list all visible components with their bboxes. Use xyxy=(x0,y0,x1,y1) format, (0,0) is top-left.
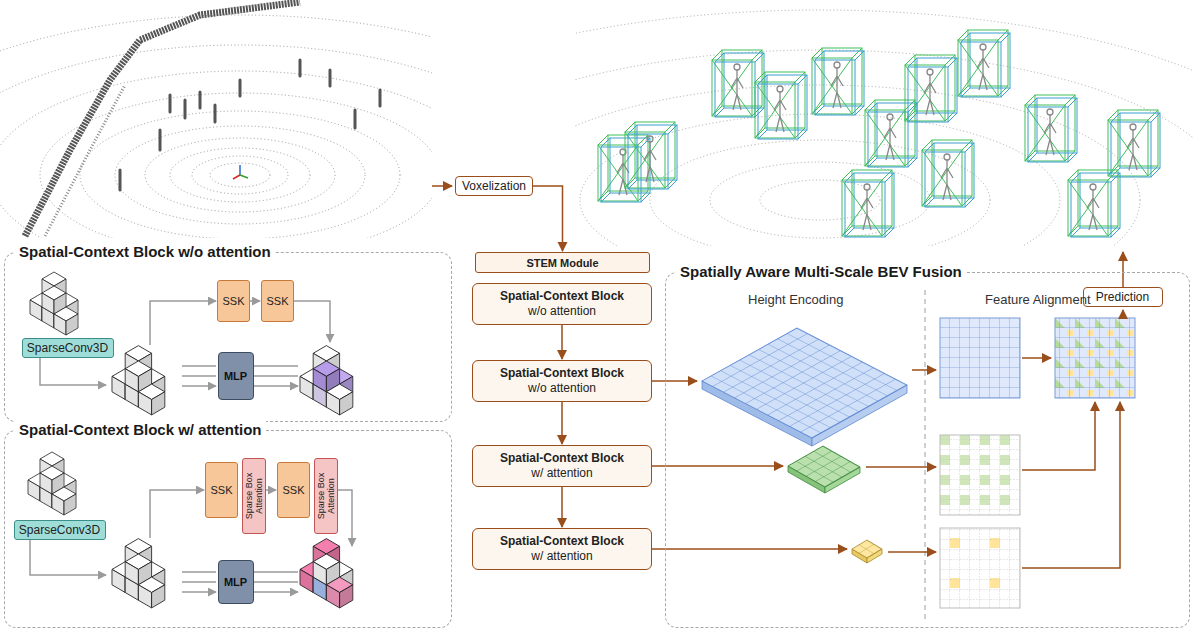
node-title: Prediction xyxy=(1096,290,1149,304)
node-title: MLP xyxy=(224,370,247,382)
flow-arrow xyxy=(561,402,563,444)
node-title: SSK xyxy=(282,484,304,496)
block-panel: Spatial-Context Block w/ attentionSparse… xyxy=(4,430,452,628)
detection-result xyxy=(575,10,1194,246)
node-title: Sparse Box Attention xyxy=(316,460,336,532)
node-title: MLP xyxy=(224,576,247,588)
node-title: SSK xyxy=(210,484,232,496)
node-subtitle: w/o attention xyxy=(528,304,596,319)
node-title: SSK xyxy=(266,295,288,307)
node-title: Voxelization xyxy=(462,179,526,193)
flow-arrow xyxy=(561,487,563,527)
block-box: Spatial-Context Blockw/o attention xyxy=(472,283,652,325)
node-subtitle: w/ attention xyxy=(531,549,592,564)
node-title: Spatial-Context Block xyxy=(500,366,624,381)
node-title: SSK xyxy=(222,295,244,307)
attention-box: Sparse Box Attention xyxy=(242,458,266,534)
conv-box: SparseConv3D xyxy=(22,338,114,358)
node-subtitle: w/o attention xyxy=(528,381,596,396)
node-title: Spatial-Context Block xyxy=(500,451,624,466)
height-encoding-grid xyxy=(702,328,907,563)
node-title: STEM Module xyxy=(526,257,598,269)
block-box: Spatial-Context Blockw/ attention xyxy=(472,528,652,570)
block-box: Spatial-Context Blockw/ attention xyxy=(472,445,652,487)
node-subtitle: w/ attention xyxy=(531,466,592,481)
mlp-box: MLP xyxy=(218,352,254,400)
flow-arrow xyxy=(561,325,563,359)
node-title: Spatial-Context Block xyxy=(500,534,624,549)
feature-alignment-grid xyxy=(940,318,1135,608)
ssk-box: SSK xyxy=(277,462,310,518)
ssk-box: SSK xyxy=(261,280,294,322)
block-panel: Spatial-Context Block w/o attentionSpars… xyxy=(4,252,452,422)
section-label: Height Encoding xyxy=(748,292,843,307)
ssk-box: SSK xyxy=(217,280,250,322)
block-box: Spatial-Context Blockw/o attention xyxy=(472,360,652,402)
process-box: Prediction xyxy=(1083,287,1163,307)
node-title: SparseConv3D xyxy=(27,341,108,355)
process-box: STEM Module xyxy=(475,252,650,273)
ssk-box: SSK xyxy=(205,462,238,518)
process-box: Voxelization xyxy=(455,176,533,196)
conv-box: SparseConv3D xyxy=(14,520,106,540)
fusion-panel: Spatially Aware Multi-Scale BEV FusionPr… xyxy=(665,272,1190,628)
node-title: Spatial-Context Block w/ attention xyxy=(15,420,266,440)
section-label: Feature Alignment xyxy=(985,292,1091,307)
point-cloud xyxy=(0,0,432,238)
node-title: Sparse Box Attention xyxy=(244,460,264,532)
node-title: Spatial-Context Block xyxy=(500,289,624,304)
fusion-wires xyxy=(652,310,1123,568)
node-title: SparseConv3D xyxy=(19,523,100,537)
mlp-box: MLP xyxy=(218,560,254,604)
attention-box: Sparse Box Attention xyxy=(314,458,338,534)
flow-arrow xyxy=(533,186,563,251)
node-title: Spatial-Context Block w/o attention xyxy=(15,242,275,262)
node-title: Spatially Aware Multi-Scale BEV Fusion xyxy=(676,262,966,282)
